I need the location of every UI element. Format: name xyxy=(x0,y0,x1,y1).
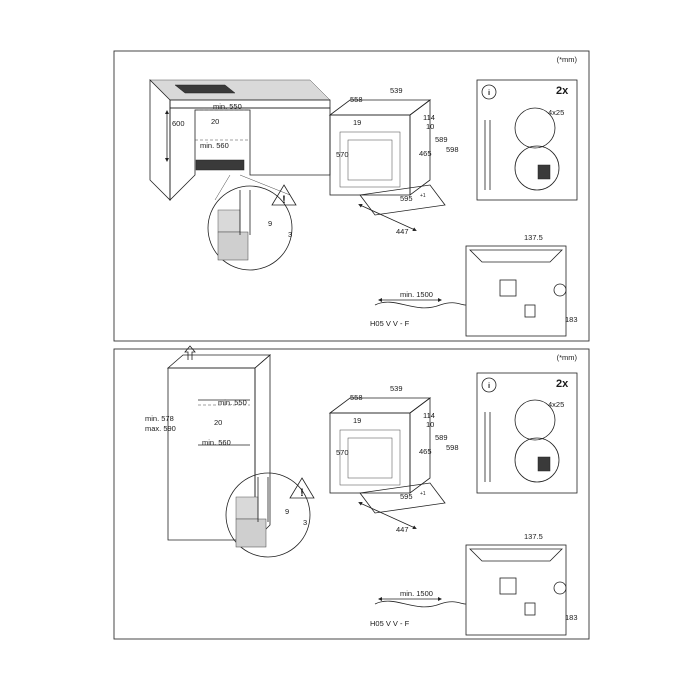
svg-text:!: ! xyxy=(282,194,286,206)
niche-width-min560: min. 560 xyxy=(202,438,231,447)
detail-magnifier: ! 9 3 xyxy=(207,174,297,271)
screw-size: 4x25 xyxy=(548,400,564,409)
detail-gap-9: 9 xyxy=(285,507,289,516)
ventilation-slot xyxy=(195,159,245,171)
unit-note: (*mm) xyxy=(557,55,578,64)
oven-h-570: 570 xyxy=(336,448,349,457)
screw-count: 2x xyxy=(556,85,569,97)
niche-height-600: 600 xyxy=(172,119,185,128)
panel-frame xyxy=(113,348,590,640)
oven-h-589: 589 xyxy=(435,433,448,442)
top-panel: (*mm) 600 min. 550 20 min. 560 xyxy=(113,50,590,342)
niche-width-min560: min. 560 xyxy=(200,141,229,150)
screw-count: 2x xyxy=(556,378,569,390)
bottom-panel: (*mm) min. 550 min. 578 max. 590 20 min.… xyxy=(113,345,590,640)
back-panel: 137.5 183 xyxy=(465,532,578,636)
oven-depth-447: 447 xyxy=(396,227,409,236)
screw-icon xyxy=(537,164,551,180)
cable-type: H05 V V - F xyxy=(370,619,410,628)
cable-length: min. 1500 xyxy=(400,589,433,598)
screw-box: i 2x 4x25 xyxy=(476,372,578,494)
detail-magnifier: ! 9 3 xyxy=(225,472,315,558)
warning-icon xyxy=(271,184,297,206)
detail-gap-9: 9 xyxy=(268,219,272,228)
unit-note: (*mm) xyxy=(557,353,578,362)
oven-h-10: 10 xyxy=(426,122,434,131)
back-width-1375: 137.5 xyxy=(524,532,543,541)
cable-illustration: min. 1500 H05 V V - F xyxy=(370,290,467,328)
oven-h-598: 598 xyxy=(446,145,459,154)
detail-gap-3: 3 xyxy=(288,230,292,239)
oven-width-tolerance: +1 xyxy=(420,193,426,199)
oven-width-tolerance: +1 xyxy=(420,491,426,497)
oven-drawing: 558 539 19 570 114 10 465 589 598 595 +1… xyxy=(328,384,459,534)
oven-h-114: 114 xyxy=(423,113,435,122)
svg-text:i: i xyxy=(488,381,490,390)
oven-width-595: 595 xyxy=(400,194,413,203)
svg-text:i: i xyxy=(488,88,490,97)
oven-h-465: 465 xyxy=(419,149,432,158)
up-arrow-icon xyxy=(184,345,196,360)
hob-icon xyxy=(174,84,236,94)
oven-depth-539: 539 xyxy=(390,86,403,95)
oven-depth-447: 447 xyxy=(396,525,409,534)
screw-size: 4x25 xyxy=(548,108,564,117)
ground-icon xyxy=(553,581,567,595)
niche-height-max590: max. 590 xyxy=(145,424,176,433)
oven-h-465: 465 xyxy=(419,447,432,456)
oven-h-19: 19 xyxy=(353,118,361,127)
detail-gap-3: 3 xyxy=(303,518,307,527)
svg-text:!: ! xyxy=(300,487,304,499)
cable-type: H05 V V - F xyxy=(370,319,410,328)
oven-depth-539: 539 xyxy=(390,384,403,393)
back-panel: 137.5 183 xyxy=(465,233,578,337)
warning-icon xyxy=(289,477,315,499)
niche-depth-min550: min. 550 xyxy=(218,398,247,407)
oven-h-589: 589 xyxy=(435,135,448,144)
niche-illustration: 600 min. 550 20 min. 560 xyxy=(149,79,331,201)
niche-depth-min550: min. 550 xyxy=(213,102,242,111)
oven-h-10: 10 xyxy=(426,420,434,429)
oven-h-19: 19 xyxy=(353,416,361,425)
oven-h-114: 114 xyxy=(423,411,435,420)
oven-h-598: 598 xyxy=(446,443,459,452)
screw-icon xyxy=(537,456,551,472)
info-icon xyxy=(481,84,497,100)
oven-width-595: 595 xyxy=(400,492,413,501)
info-icon xyxy=(481,377,497,393)
oven-depth-558: 558 xyxy=(350,393,363,402)
back-height-183: 183 xyxy=(565,613,578,622)
niche-gap-20: 20 xyxy=(214,418,222,427)
back-width-1375: 137.5 xyxy=(524,233,543,242)
screw-box: i 2x 4x25 xyxy=(476,79,578,201)
oven-drawing: 558 539 19 570 114 10 465 589 598 595 +1… xyxy=(328,86,459,236)
oven-depth-558: 558 xyxy=(350,95,363,104)
ground-icon xyxy=(553,283,567,297)
oven-h-570: 570 xyxy=(336,150,349,159)
niche-gap-20: 20 xyxy=(211,117,219,126)
niche-height-min578: min. 578 xyxy=(145,414,174,423)
cable-length: min. 1500 xyxy=(400,290,433,299)
back-height-183: 183 xyxy=(565,315,578,324)
cable-illustration: min. 1500 H05 V V - F xyxy=(370,589,467,628)
